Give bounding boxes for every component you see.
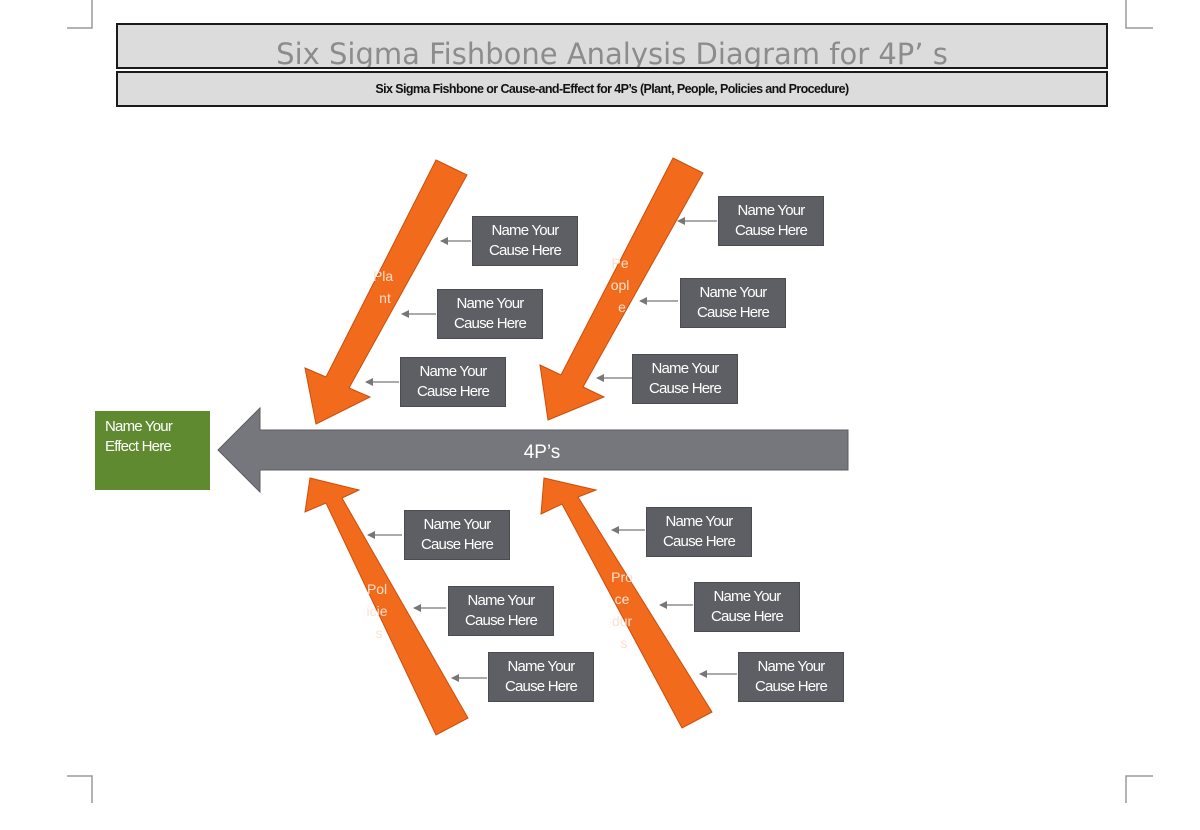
spine-label: 4P’s: [524, 442, 561, 463]
category-policies-line-1: Pol: [367, 581, 387, 597]
bone-policies: [304, 477, 469, 736]
cause-box-people-1[interactable]: Name Your Cause Here: [718, 196, 824, 246]
cause-line-1: Name Your: [419, 363, 487, 380]
cause-box-plant-3[interactable]: Name Your Cause Here: [400, 357, 506, 407]
title-box: Six Sigma Fishbone Analysis Diagram for …: [116, 23, 1108, 69]
category-people-line-2: opl: [611, 277, 630, 293]
spine-arrow: [217, 406, 849, 494]
cause-box-policies-1[interactable]: Name Your Cause Here: [404, 510, 510, 560]
subtitle-box: Six Sigma Fishbone or Cause-and-Effect f…: [116, 71, 1108, 107]
cause-line-1: Name Your: [423, 516, 491, 533]
cause-line-2: Cause Here: [734, 222, 808, 239]
cause-line-2: Cause Here: [420, 536, 494, 553]
category-plant-line-1: Pla: [373, 268, 393, 284]
bone-plant: [304, 159, 468, 425]
cause-box-people-3[interactable]: Name Your Cause Here: [632, 354, 738, 404]
category-plant-line-2: nt: [379, 290, 391, 306]
cause-line-2: Cause Here: [754, 678, 828, 695]
bone-procedure: [540, 477, 713, 729]
category-label-people: Pe opl e: [611, 255, 634, 315]
cause-line-1: Name Your: [651, 360, 719, 377]
cause-line-1: Name Your: [665, 513, 733, 530]
crop-mark-bottom-right: [1125, 775, 1153, 803]
category-procedure-line-2: ce: [615, 591, 630, 607]
effect-line-1: Name Your: [105, 418, 173, 435]
cause-line-1: Name Your: [713, 588, 781, 605]
page-title: Six Sigma Fishbone Analysis Diagram for …: [276, 37, 948, 69]
cause-box-procedure-1[interactable]: Name Your Cause Here: [646, 507, 752, 557]
cause-box-plant-1[interactable]: Name Your Cause Here: [472, 216, 578, 266]
cause-box-procedure-3[interactable]: Name Your Cause Here: [738, 652, 844, 702]
category-procedure-line-3: dur: [612, 613, 633, 629]
category-label-plant: Pla nt: [373, 268, 397, 306]
category-label-procedure: Pro ce dur s: [611, 569, 637, 651]
category-procedure-line-1: Pro: [611, 569, 633, 585]
cause-line-2: Cause Here: [648, 380, 722, 397]
cause-line-1: Name Your: [467, 592, 535, 609]
crop-mark-top-right: [1125, 0, 1153, 29]
cause-line-2: Cause Here: [504, 678, 578, 695]
crop-mark-top-left: [67, 0, 93, 29]
cause-line-2: Cause Here: [488, 242, 562, 259]
cause-line-2: Cause Here: [696, 304, 770, 321]
category-procedure-line-4: s: [621, 635, 628, 651]
cause-line-1: Name Your: [507, 658, 575, 675]
category-policies-line-3: s: [376, 625, 383, 641]
cause-line-1: Name Your: [699, 284, 767, 301]
page-subtitle: Six Sigma Fishbone or Cause-and-Effect f…: [375, 82, 849, 96]
cause-box-plant-2[interactable]: Name Your Cause Here: [437, 289, 543, 339]
cause-line-2: Cause Here: [662, 533, 736, 550]
cause-line-1: Name Your: [456, 295, 524, 312]
crop-mark-bottom-left: [67, 775, 93, 803]
category-label-policies: Pol icie s: [367, 581, 392, 641]
category-people-line-3: e: [618, 299, 626, 315]
cause-box-policies-3[interactable]: Name Your Cause Here: [488, 652, 594, 702]
effect-line-2: Effect Here: [105, 438, 172, 455]
cause-line-1: Name Your: [491, 222, 559, 239]
cause-box-policies-2[interactable]: Name Your Cause Here: [448, 586, 554, 636]
cause-line-2: Cause Here: [464, 612, 538, 629]
category-policies-line-2: icie: [367, 603, 388, 619]
cause-line-2: Cause Here: [453, 315, 527, 332]
bone-people: [539, 157, 704, 421]
cause-box-procedure-2[interactable]: Name Your Cause Here: [694, 582, 800, 632]
effect-box[interactable]: Name Your Effect Here: [95, 411, 210, 490]
cause-line-1: Name Your: [737, 202, 805, 219]
category-people-line-1: Pe: [611, 255, 628, 271]
cause-connectors: [365, 217, 737, 682]
cause-box-people-2[interactable]: Name Your Cause Here: [680, 278, 786, 328]
cause-line-1: Name Your: [757, 658, 825, 675]
cause-line-2: Cause Here: [416, 383, 490, 400]
cause-line-2: Cause Here: [710, 608, 784, 625]
